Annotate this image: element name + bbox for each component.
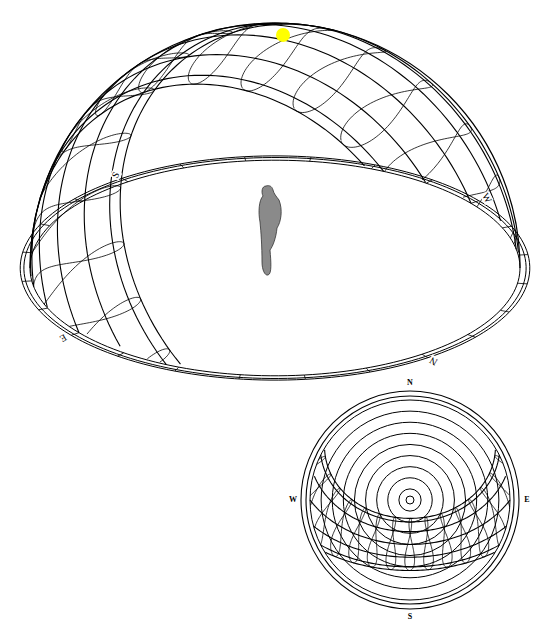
analemma-loop bbox=[469, 499, 489, 557]
altitude-circle bbox=[399, 489, 421, 511]
sun-path-line bbox=[32, 75, 384, 287]
sun-path-line bbox=[84, 25, 500, 347]
analemma-loop bbox=[341, 80, 433, 147]
azimuth-tick bbox=[310, 157, 311, 161]
analemma-loop bbox=[310, 474, 331, 505]
analemma-loop bbox=[33, 242, 123, 304]
sun-dot bbox=[276, 28, 290, 42]
analemma-loop bbox=[331, 499, 352, 556]
azimuth-tick bbox=[175, 367, 179, 371]
zenith-mark bbox=[406, 496, 414, 504]
base-ring bbox=[24, 158, 526, 379]
compass-label: S bbox=[407, 613, 413, 621]
sun-path-line bbox=[321, 545, 499, 567]
altitude-circle bbox=[366, 456, 455, 545]
sun-path-line bbox=[120, 24, 518, 364]
azimuth-tick bbox=[22, 280, 32, 282]
azimuth-tick bbox=[71, 333, 79, 336]
observer-figure bbox=[259, 186, 281, 275]
analemma-loop bbox=[188, 23, 282, 84]
analemma-loop bbox=[62, 88, 154, 152]
analemma-loop bbox=[424, 517, 434, 570]
altitude-circle bbox=[343, 433, 476, 566]
altitude-circle bbox=[377, 467, 444, 534]
sun-path-dome bbox=[20, 23, 530, 380]
analemma-loop bbox=[386, 517, 396, 569]
azimuth-tick bbox=[502, 226, 511, 228]
base-ring bbox=[20, 156, 530, 380]
sun-path-line bbox=[314, 526, 507, 557]
sun-path-line bbox=[321, 455, 500, 522]
analemma-loop bbox=[463, 175, 500, 207]
altitude-circle bbox=[321, 411, 499, 589]
sun-path-line bbox=[57, 35, 471, 333]
analemma-loop bbox=[405, 518, 415, 570]
sun-path-chart bbox=[301, 391, 519, 609]
compass-label: E bbox=[523, 496, 530, 504]
azimuth-tick bbox=[122, 178, 128, 181]
analemma-loop bbox=[349, 508, 366, 563]
azimuth-tick bbox=[118, 353, 124, 356]
analemma-loop bbox=[96, 53, 189, 116]
analemma-loop bbox=[455, 508, 471, 563]
sun-path-line bbox=[314, 476, 505, 531]
azimuth-tick bbox=[180, 164, 184, 168]
compass-label: N bbox=[406, 379, 414, 387]
altitude-circle bbox=[332, 422, 488, 578]
sun-path-line bbox=[39, 55, 425, 308]
azimuth-tick bbox=[304, 375, 305, 379]
azimuth-tick bbox=[500, 310, 509, 312]
azimuth-tick bbox=[426, 180, 432, 183]
compass-label: N bbox=[427, 354, 440, 367]
compass-label: W bbox=[288, 496, 298, 504]
analemma-loop bbox=[511, 231, 516, 244]
analemma-loop bbox=[440, 514, 452, 568]
altitude-circle bbox=[310, 400, 510, 600]
altitude-circle bbox=[388, 478, 432, 522]
azimuth-tick bbox=[422, 354, 428, 357]
analemma-loop bbox=[489, 473, 509, 507]
analemma-loop bbox=[480, 487, 505, 545]
azimuth-tick bbox=[39, 308, 48, 310]
base-ring bbox=[30, 160, 520, 376]
analemma-loop bbox=[31, 186, 121, 252]
analemma-loop bbox=[367, 514, 380, 567]
azimuth-tick bbox=[371, 165, 375, 169]
analemma-loop bbox=[315, 488, 341, 544]
azimuth-tick bbox=[518, 283, 528, 285]
azimuth-tick bbox=[245, 157, 246, 161]
azimuth-tick bbox=[41, 224, 50, 226]
azimuth-tick bbox=[468, 335, 476, 338]
observer-figure bbox=[259, 186, 281, 275]
azimuth-tick bbox=[239, 375, 240, 379]
azimuth-tick bbox=[471, 201, 479, 204]
sun-path-line bbox=[325, 552, 494, 570]
analemma-loop bbox=[40, 133, 131, 198]
analemma-loop bbox=[385, 124, 472, 180]
azimuth-tick bbox=[366, 368, 370, 372]
chart-ring bbox=[306, 396, 514, 604]
sun-path-line bbox=[325, 450, 496, 519]
sun-path-line bbox=[31, 84, 365, 276]
sun-path-line bbox=[110, 23, 517, 364]
chart-ring bbox=[301, 391, 519, 609]
compass-label: W bbox=[479, 191, 493, 206]
analemma-loop bbox=[241, 28, 335, 91]
analemma-loop bbox=[69, 297, 140, 334]
analemma-loop bbox=[147, 349, 169, 362]
analemma-loop bbox=[495, 455, 503, 463]
analemma-loop bbox=[317, 456, 326, 464]
